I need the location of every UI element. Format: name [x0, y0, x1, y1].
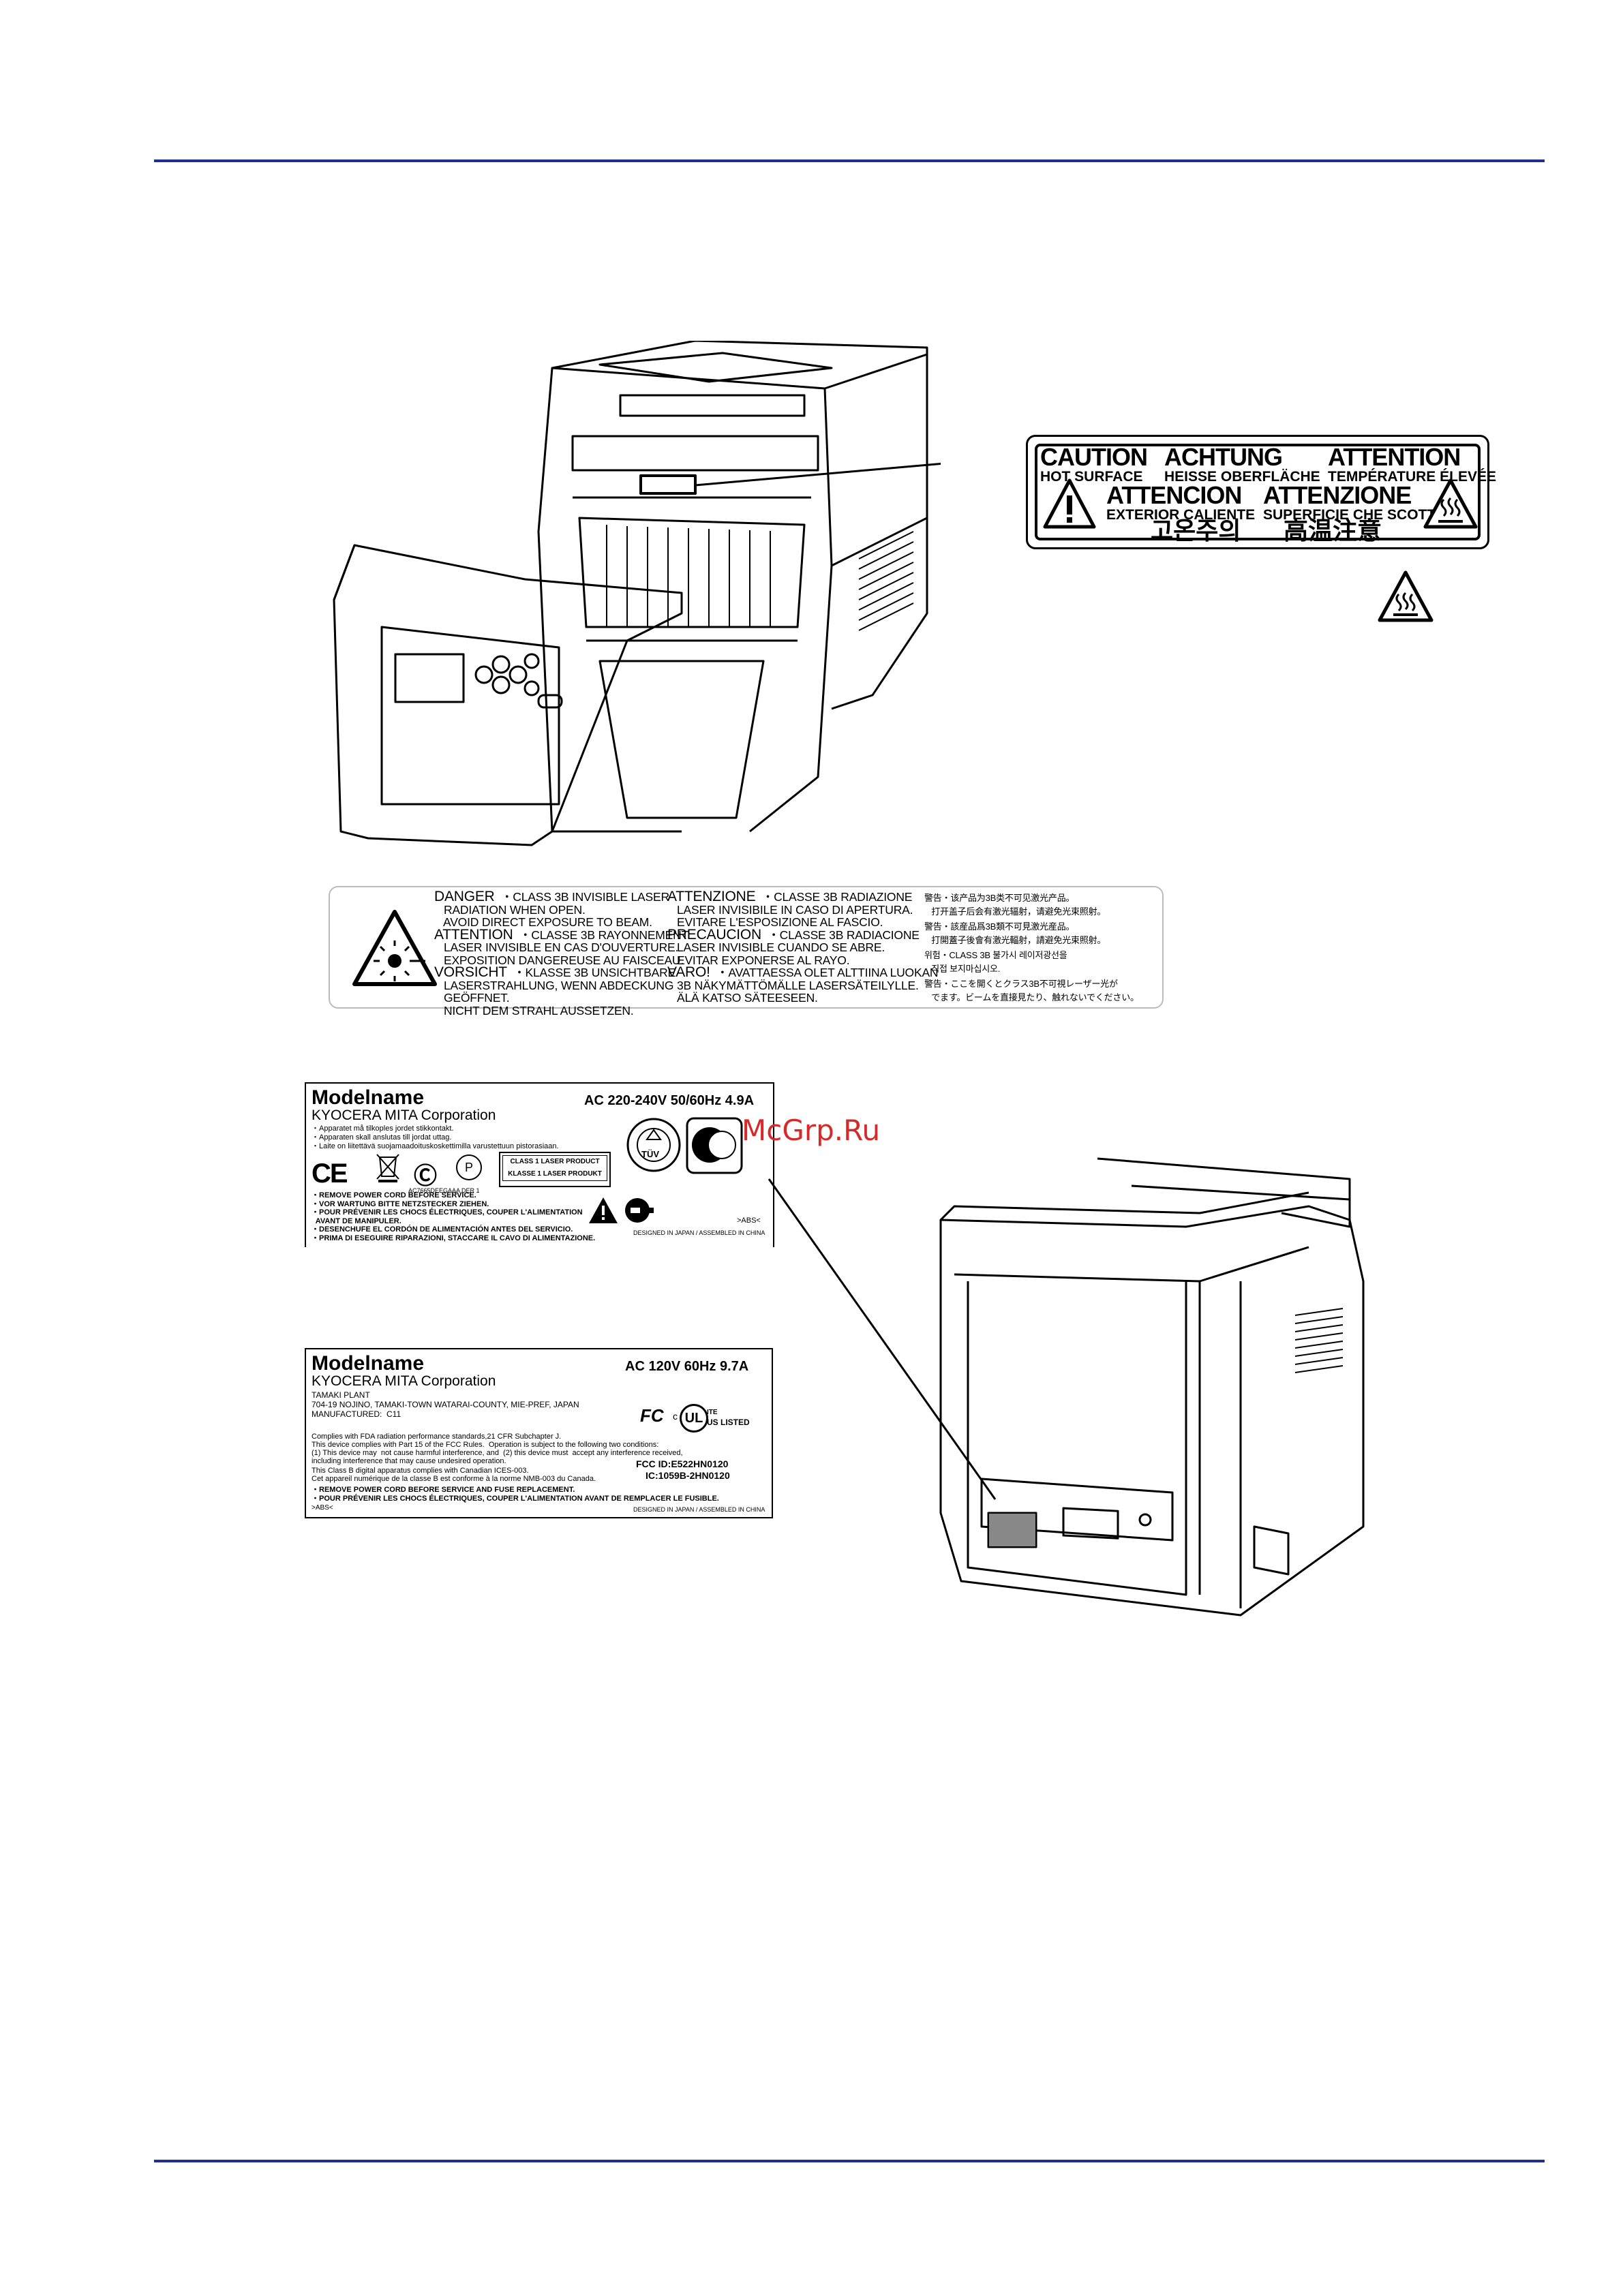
caution-word-1: CAUTION	[1040, 443, 1148, 471]
us-rating: AC 120V 60Hz 9.7A	[625, 1359, 749, 1374]
footer-rule	[154, 2160, 1545, 2162]
hot-surface-icon	[1423, 478, 1478, 529]
caution-sub-1: HOT SURFACE	[1040, 469, 1143, 485]
us-corporation: KYOCERA MITA Corporation	[312, 1373, 496, 1389]
laser-hazard-icon	[352, 910, 437, 986]
eu-warnings: ・REMOVE POWER CORD BEFORE SERVICE. ・VOR …	[312, 1191, 596, 1242]
laser-col3-item: 警告・该产品为3B类不可见激光产品。 打开盖子后会有激光辐射，请避免光束照射。	[924, 893, 1106, 917]
laser-col3-item: 警告・ここを開くとクラス3B不可視レーザー光が でます。ビームを直接見たり、触れ…	[924, 979, 1139, 1002]
us-designed: DESIGNED IN JAPAN / ASSEMBLED IN CHINA	[633, 1506, 765, 1513]
ul-logo-icon: UL	[680, 1404, 708, 1433]
tuv-seal-icon	[626, 1118, 681, 1172]
hot-surface-caution-label: CAUTION HOT SURFACE ACHTUNG HEISSE OBERF…	[1026, 435, 1496, 549]
eu-code-2: DER 1	[461, 1187, 480, 1194]
eu-abs: >ABS<	[737, 1216, 761, 1225]
weee-bin-icon	[376, 1154, 399, 1182]
printer-rear-illustration	[768, 1157, 1365, 1617]
laser-col1-item: VORSICHT ・KLASSE 3B UNSICHTBARE LASERSTR…	[434, 964, 676, 1017]
ce-mark-icon: CE	[312, 1159, 348, 1189]
eu-designed: DESIGNED IN JAPAN / ASSEMBLED IN CHINA	[633, 1229, 765, 1236]
caution-korean: 고온주의	[1151, 517, 1241, 545]
caution-chinese: 高温注意	[1284, 517, 1382, 545]
laser-col1-item: ATTENTION ・CLASSE 3B RAYONNEMENT LASER I…	[434, 926, 689, 967]
caution-word-3: ATTENTION	[1328, 443, 1461, 471]
printer-front-open-illustration	[333, 341, 941, 846]
header-rule	[154, 159, 1545, 162]
c-tick-icon: Ⓒ	[414, 1163, 437, 1189]
class1-line1: CLASS 1 LASER PRODUCT	[510, 1158, 600, 1165]
us-ic-id: IC:1059B-2HN0120	[646, 1470, 730, 1481]
caution-sub-3: TEMPÉRATURE ÉLEVÉE	[1328, 469, 1496, 485]
gs-mark-icon	[686, 1117, 743, 1174]
eu-notes: ・Apparatet må tilkoples jordet stikkonta…	[312, 1124, 559, 1150]
laser-col3-item: 警告・該産品爲3B類不可見激光産品。 打開蓋子後會有激光輻射，請避免光束照射。	[924, 921, 1106, 945]
us-modelname: Modelname	[312, 1352, 425, 1375]
caution-word-5: ATTENZIONE	[1263, 481, 1412, 509]
fcc-logo-icon: FC	[640, 1405, 664, 1426]
eu-rating: AC 220-240V 50/60Hz 4.9A	[584, 1093, 755, 1108]
eu-corporation: KYOCERA MITA Corporation	[312, 1107, 496, 1123]
class1-line2: KLASSE 1 LASER PRODUKT	[508, 1170, 602, 1178]
tuv-text: TÜV	[641, 1149, 659, 1159]
caution-word-4: ATTENCION	[1106, 481, 1242, 509]
us-fcc-id: FCC ID:E522HN0120	[636, 1458, 729, 1469]
rating-label-eu: Modelname AC 220-240V 50/60Hz 4.9A KYOCE…	[305, 1082, 774, 1247]
laser-col3-item: 위험・CLASS 3B 불가시 레이저광선을 직접 보지마십시오.	[924, 950, 1067, 974]
laser-col2-item: VARO! ・AVATTAESSA OLET ALTTIINA LUOKAN 3…	[667, 964, 939, 1005]
class1-box: CLASS 1 LASER PRODUCT KLASSE 1 LASER PRO…	[499, 1152, 611, 1187]
pct-mark-icon: P	[456, 1154, 482, 1180]
laser-warning-label: DANGER ・CLASS 3B INVISIBLE LASER RADIATI…	[329, 886, 1164, 1017]
warning-triangle-small-icon	[589, 1197, 618, 1223]
us-abs: >ABS<	[312, 1504, 333, 1512]
caution-word-2: ACHTUNG	[1164, 443, 1283, 471]
eu-code-1: AC7665DEEGAAA	[408, 1187, 461, 1194]
us-ite: ITE	[707, 1409, 718, 1416]
laser-col2-item: ATTENZIONE ・CLASSE 3B RADIAZIONE LASER I…	[667, 889, 913, 929]
eu-modelname: Modelname	[312, 1086, 425, 1109]
us-warnings: ・REMOVE POWER CORD BEFORE SERVICE AND FU…	[312, 1486, 719, 1503]
caution-sub-2: HEISSE OBERFLÄCHE	[1164, 469, 1320, 485]
us-compliance: Complies with FDA radiation performance …	[312, 1433, 683, 1465]
us-plant: TAMAKI PLANT 704-19 NOJINO, TAMAKI-TOWN …	[312, 1390, 579, 1419]
us-listed: US LISTED	[707, 1418, 750, 1427]
laser-col1-item: DANGER ・CLASS 3B INVISIBLE LASER RADIATI…	[434, 889, 669, 929]
us-canada: This Class B digital apparatus complies …	[312, 1467, 596, 1483]
caution-sub-4: EXTERIOR CALIENTE	[1106, 507, 1256, 523]
rating-label-us: Modelname AC 120V 60Hz 9.7A KYOCERA MITA…	[305, 1348, 773, 1518]
warning-triangle-icon	[1043, 478, 1096, 529]
hot-surface-symbol-icon	[1378, 570, 1434, 622]
c-mark-icon: c	[673, 1411, 678, 1422]
unplug-icon	[625, 1198, 654, 1223]
laser-col2-item: PRECAUCION ・CLASSE 3B RADIACIONE LASER I…	[667, 926, 920, 967]
caution-sub-5: SUPERFICIE CHE SCOTTA	[1263, 507, 1445, 523]
watermark: McGrp.Ru	[742, 1114, 881, 1147]
